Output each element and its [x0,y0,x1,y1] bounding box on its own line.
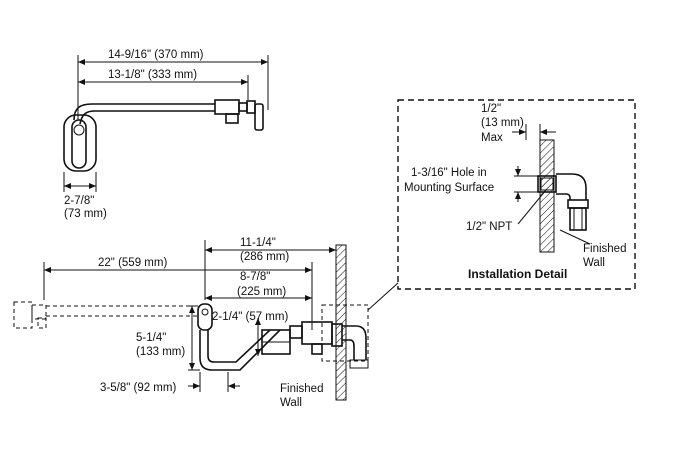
detail-finished-wall-1: Finished [583,243,626,255]
dim-height-inch: 5-1/4" [136,332,166,344]
detail-title: Installation Detail [468,267,567,281]
max-mm-label: (13 mm) [481,117,524,129]
finished-wall-detail [539,139,555,253]
finished-wall-label-1: Finished [280,383,323,395]
dim-arm-mm: (225 mm) [237,286,286,298]
npt-label: 1/2" NPT [466,221,512,233]
top-view: 14-9/16" (370 mm) 13-1/8" (333 mm) 2-7/8… [63,49,269,220]
side-view: 22" (559 mm) 11-1/4" (286 mm) 8-7/8" (22… [13,237,399,409]
dim-arm-inch: 8-7/8" [240,271,270,283]
max-inch-label: 1/2" [481,103,501,115]
detail-frame [397,99,636,290]
max-label: Max [481,132,503,144]
detail-callout-box [321,304,369,362]
dim-extended-label: 22" (559 mm) [98,257,167,269]
dim-length-inch: 11-1/4" [240,237,276,249]
dim-base-label: 3-5/8" (92 mm) [100,382,176,394]
faucet-side-outline [197,303,333,371]
dim-height-mm: (133 mm) [136,346,185,358]
dim-drop-label: 2-1/4" (57 mm) [212,311,288,323]
dim-depth-inch: 2-7/8" [64,195,94,207]
finished-wall-side [335,244,347,401]
installation-detail: 1/2" (13 mm) Max 1-3/16" Hole in Mountin… [397,99,636,290]
dim-depth-mm: (73 mm) [64,208,107,220]
hole-label-2: Mounting Surface [404,182,494,194]
extended-arm-dashed [13,301,200,329]
finished-wall-label-2: Wall [280,397,302,409]
pipe-fitting [537,173,589,231]
hole-label-1: 1-3/16" Hole in [411,167,487,179]
faucet-top-outline [63,99,264,172]
dim-overall-label: 14-9/16" (370 mm) [108,49,204,61]
dim-reach-label: 13-1/8" (333 mm) [108,69,197,81]
dim-length-mm: (286 mm) [240,251,289,263]
detail-finished-wall-2: Wall [583,257,605,269]
